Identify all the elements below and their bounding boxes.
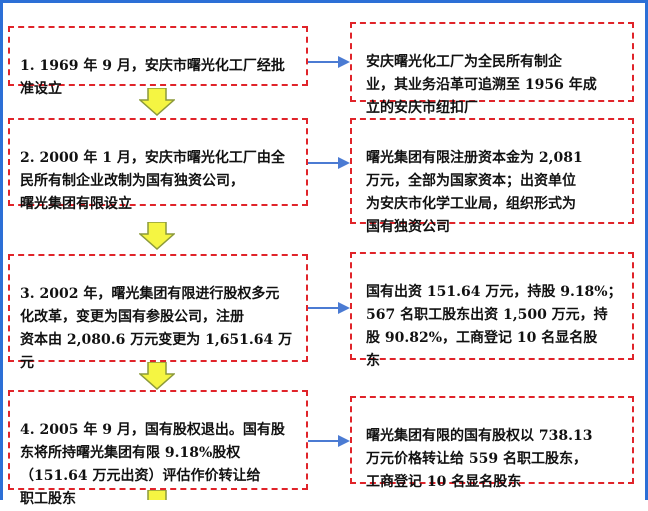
step-1-detail-box: 安庆曙光化工厂为全民所有制企 业，其业务沿革可追溯至 1956 年成 立的安庆市… (350, 22, 634, 116)
step-4-detail-text: 曙光集团有限的国有股权以 738.13 万元价格转让给 559 名职工股东， 工… (366, 428, 593, 490)
step-3-connector-line (308, 307, 340, 309)
step-1-event-box: 1. 1969 年 9 月，安庆市曙光化工厂经批 准设立 (8, 26, 308, 97)
step-3-detail-box: 国有出资 151.64 万元，持股 9.18%； 567 名职工股东出资 1,5… (350, 252, 634, 369)
step-3-connector-arrowhead (338, 302, 350, 314)
down-arrow-2-icon (139, 222, 175, 250)
step-3-event-text: 3. 2002 年，曙光集团有限进行股权多元 化改革，变更为国有参股公司，注册 … (20, 286, 293, 371)
step-2-detail-box: 曙光集团有限注册资本金为 2,081 万元，全部为国家资本；出资单位 为安庆市化… (350, 118, 634, 235)
step-1-connector-line (308, 61, 340, 63)
step-2-detail-text: 曙光集团有限注册资本金为 2,081 万元，全部为国家资本；出资单位 为安庆市化… (366, 150, 583, 235)
step-1-detail-text: 安庆曙光化工厂为全民所有制企 业，其业务沿革可追溯至 1956 年成 立的安庆市… (366, 54, 597, 116)
step-3-event-box: 3. 2002 年，曙光集团有限进行股权多元 化改革，变更为国有参股公司，注册 … (8, 254, 308, 371)
step-2-connector-line (308, 162, 340, 164)
step-2-event-text: 2. 2000 年 1 月，安庆市曙光化工厂由全 民所有制企业改制为国有独资公司… (20, 150, 285, 212)
down-arrow-3-icon (139, 362, 175, 390)
step-4-event-box: 4. 2005 年 9 月，国有股权退出。国有股 东将所持曙光集团有限 9.18… (8, 390, 308, 507)
step-4-connector-arrowhead (338, 435, 350, 447)
step-4-event-text: 4. 2005 年 9 月，国有股权退出。国有股 东将所持曙光集团有限 9.18… (20, 422, 285, 507)
page-frame (0, 0, 648, 500)
step-1-connector-arrowhead (338, 56, 350, 68)
step-2-event-box: 2. 2000 年 1 月，安庆市曙光化工厂由全 民所有制企业改制为国有独资公司… (8, 118, 308, 212)
step-3-detail-text: 国有出资 151.64 万元，持股 9.18%； 567 名职工股东出资 1,5… (366, 284, 622, 369)
step-1-event-text: 1. 1969 年 9 月，安庆市曙光化工厂经批 准设立 (20, 58, 285, 97)
down-arrow-1-icon (139, 88, 175, 116)
step-4-connector-line (308, 440, 340, 442)
frame-top-edge (3, 0, 645, 3)
step-2-connector-arrowhead (338, 157, 350, 169)
step-4-detail-box: 曙光集团有限的国有股权以 738.13 万元价格转让给 559 名职工股东， 工… (350, 396, 634, 490)
down-arrow-4-partial-icon (147, 490, 167, 500)
